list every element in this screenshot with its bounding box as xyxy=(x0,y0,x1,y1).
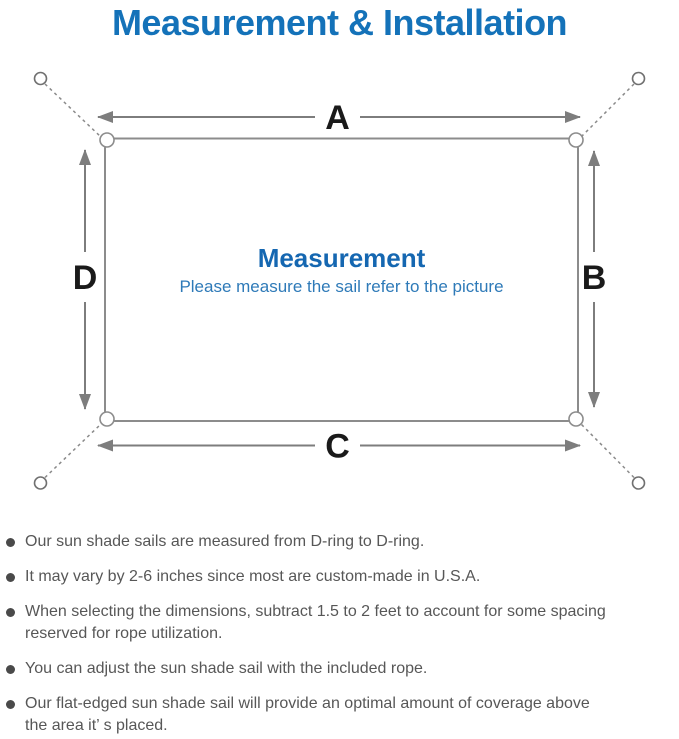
sail-center-heading: Measurement xyxy=(257,243,426,273)
rope-line-bottom-right xyxy=(580,423,635,479)
anchor-points xyxy=(33,71,646,490)
measurement-diagram: A B C D Measurement Please measure the s… xyxy=(0,55,679,515)
anchor-point-icon-top-right xyxy=(631,71,646,86)
list-item: You can adjust the sun shade sail with t… xyxy=(0,658,675,680)
d-rings xyxy=(99,132,584,427)
list-item: Our sun shade sails are measured from D-… xyxy=(0,531,675,553)
bullet-icon xyxy=(6,608,15,617)
dimension-label-d: D xyxy=(73,259,98,297)
d-ring-icon-bottom-right xyxy=(568,411,584,427)
bullet-icon xyxy=(6,573,15,582)
note-text: Our sun shade sails are measured from D-… xyxy=(25,533,425,550)
sail-diagram-graphic: A B C D xyxy=(33,71,646,490)
rope-line-bottom-left xyxy=(44,423,102,479)
rope-line-top-left xyxy=(44,83,102,138)
note-text: Our flat-edged sun shade sail will provi… xyxy=(25,695,590,734)
d-ring-icon-top-right xyxy=(568,132,584,148)
note-text: It may vary by 2-6 inches since most are… xyxy=(25,568,481,585)
rope-line-top-right xyxy=(580,83,635,138)
shade-sail-outline xyxy=(104,137,579,422)
sail-center-subtitle: Please measure the sail refer to the pic… xyxy=(179,277,504,297)
bullet-icon xyxy=(6,700,15,709)
note-text: You can adjust the sun shade sail with t… xyxy=(25,660,428,677)
note-text: When selecting the dimensions, subtract … xyxy=(25,603,606,642)
anchor-point-icon-bottom-left xyxy=(33,476,48,490)
anchor-point-icon-bottom-right xyxy=(631,476,646,490)
list-item: When selecting the dimensions, subtract … xyxy=(0,601,675,645)
sail-center-text: Measurement Please measure the sail refe… xyxy=(105,243,578,298)
header: Measurement & Installation xyxy=(0,0,679,55)
bullet-icon xyxy=(6,538,15,547)
instruction-notes-list: Our sun shade sails are measured from D-… xyxy=(0,531,679,737)
anchor-point-icon-top-left xyxy=(33,71,48,86)
list-item: Our flat-edged sun shade sail will provi… xyxy=(0,693,675,737)
bullet-icon xyxy=(6,665,15,674)
dimension-label-c: C xyxy=(325,428,350,466)
dimension-label-a: A xyxy=(325,99,350,137)
dimension-label-b: B xyxy=(582,259,607,297)
d-ring-icon-bottom-left xyxy=(99,411,115,427)
d-ring-icon-top-left xyxy=(99,132,115,148)
dimension-arrows xyxy=(79,111,600,452)
page-title: Measurement & Installation xyxy=(111,2,568,43)
list-item: It may vary by 2-6 inches since most are… xyxy=(0,566,675,588)
